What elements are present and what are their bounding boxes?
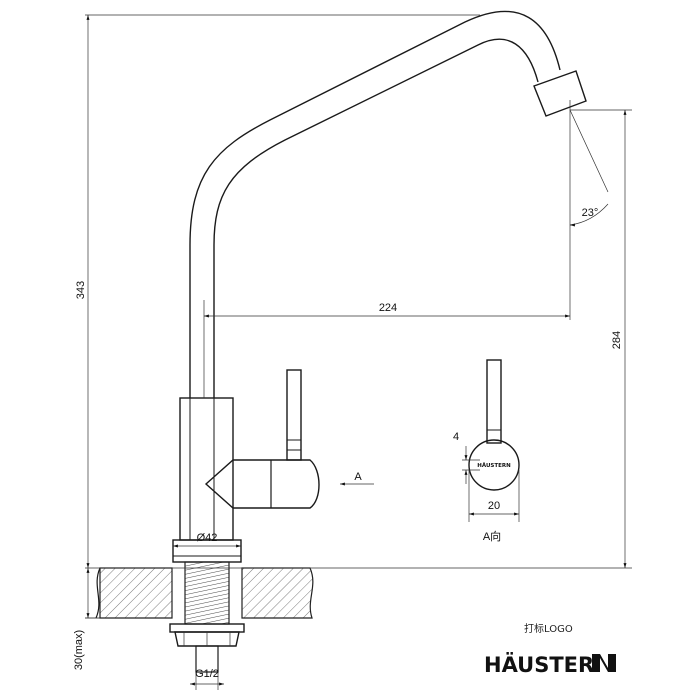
- brand-logo: HÄUSTER: [484, 652, 616, 677]
- faucet-body: [172, 369, 320, 563]
- handle-width-label: 20: [488, 500, 500, 512]
- dimension-group: 343 284 224 23° Ø42 G1/2 30(max): [73, 14, 627, 690]
- angle-label: 23°: [582, 207, 599, 219]
- a-view-detail: HÄUSTERN 4 20 A向: [453, 359, 520, 543]
- diameter-label: Ø42: [197, 532, 218, 544]
- extension-lines: [85, 14, 632, 619]
- height-total-label: 343: [75, 281, 87, 299]
- view-arrow-a: A: [340, 471, 374, 486]
- brand-n-mark: [592, 654, 616, 672]
- handle-offset-label: 4: [453, 431, 459, 443]
- thread-label: G1/2: [195, 668, 219, 680]
- reach-label: 224: [379, 302, 397, 314]
- handle-lever: [286, 369, 302, 461]
- faucet-spout: [189, 10, 587, 398]
- countertop-section: [95, 561, 314, 673]
- view-title: A向: [483, 529, 501, 543]
- brand-name: HÄUSTER: [484, 652, 594, 677]
- mount-thickness-label: 30(max): [73, 630, 85, 670]
- view-arrow-label: A: [354, 471, 362, 483]
- handle-front-disc: [468, 439, 520, 491]
- logo-note: 打标LOGO: [524, 622, 573, 635]
- height-outlet-label: 284: [611, 331, 623, 349]
- handle-logo-text: HÄUSTERN: [477, 462, 511, 469]
- aerator: [533, 70, 587, 117]
